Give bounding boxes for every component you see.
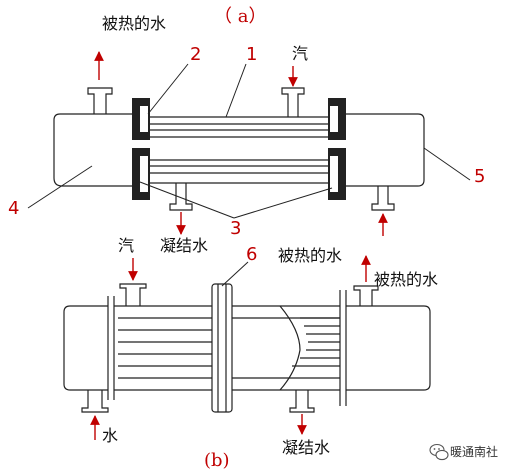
nozzle-condensate-a xyxy=(169,183,193,211)
nozzle-steam-b xyxy=(119,283,147,306)
leaders-a xyxy=(27,63,471,219)
leader-6 xyxy=(221,261,249,287)
arrows-a xyxy=(94,51,388,236)
label-heated-water-b-left: 被热的水 xyxy=(278,246,343,265)
label-condensate-b: 凝结水 xyxy=(282,438,331,457)
arrows-b xyxy=(90,255,371,440)
part-number-6: 6 xyxy=(246,244,258,265)
exchanger-a xyxy=(53,87,425,211)
part-number-2: 2 xyxy=(190,44,202,65)
left-head-a xyxy=(53,113,132,187)
subfigure-label-a: （ a） xyxy=(214,6,267,27)
left-end-b xyxy=(63,305,108,391)
nozzle-heated-out-b xyxy=(353,285,379,306)
label-water-b: 水 xyxy=(102,426,119,445)
label-condensate-a: 凝结水 xyxy=(160,236,209,255)
label-heated-water-b-right: 被热的水 xyxy=(374,270,439,289)
right-head-a xyxy=(344,113,425,187)
label-heated-water-out-a: 被热的水 xyxy=(102,14,167,33)
part-number-5: 5 xyxy=(474,166,486,187)
part-number-4: 4 xyxy=(8,198,20,219)
right-end-b xyxy=(346,305,431,391)
part-number-3: 3 xyxy=(230,218,242,239)
subfigure-label-b: (b) xyxy=(204,450,230,471)
nozzle-left-top-a xyxy=(87,87,113,114)
nozzle-water-in-b xyxy=(81,390,109,413)
tube-sheets-a xyxy=(132,98,346,200)
part-number-1: 1 xyxy=(246,44,258,65)
label-steam-a: 汽 xyxy=(292,44,309,63)
watermark-text: 暖通南社 xyxy=(450,445,499,459)
wechat-icon xyxy=(429,443,449,461)
nozzle-right-bottom-a xyxy=(371,186,395,211)
nozzle-condensate-b xyxy=(289,390,315,413)
exchanger-b xyxy=(63,283,431,413)
nozzle-steam-a xyxy=(281,87,305,117)
label-steam-b: 汽 xyxy=(118,236,135,255)
middle-flange-b xyxy=(211,283,233,413)
